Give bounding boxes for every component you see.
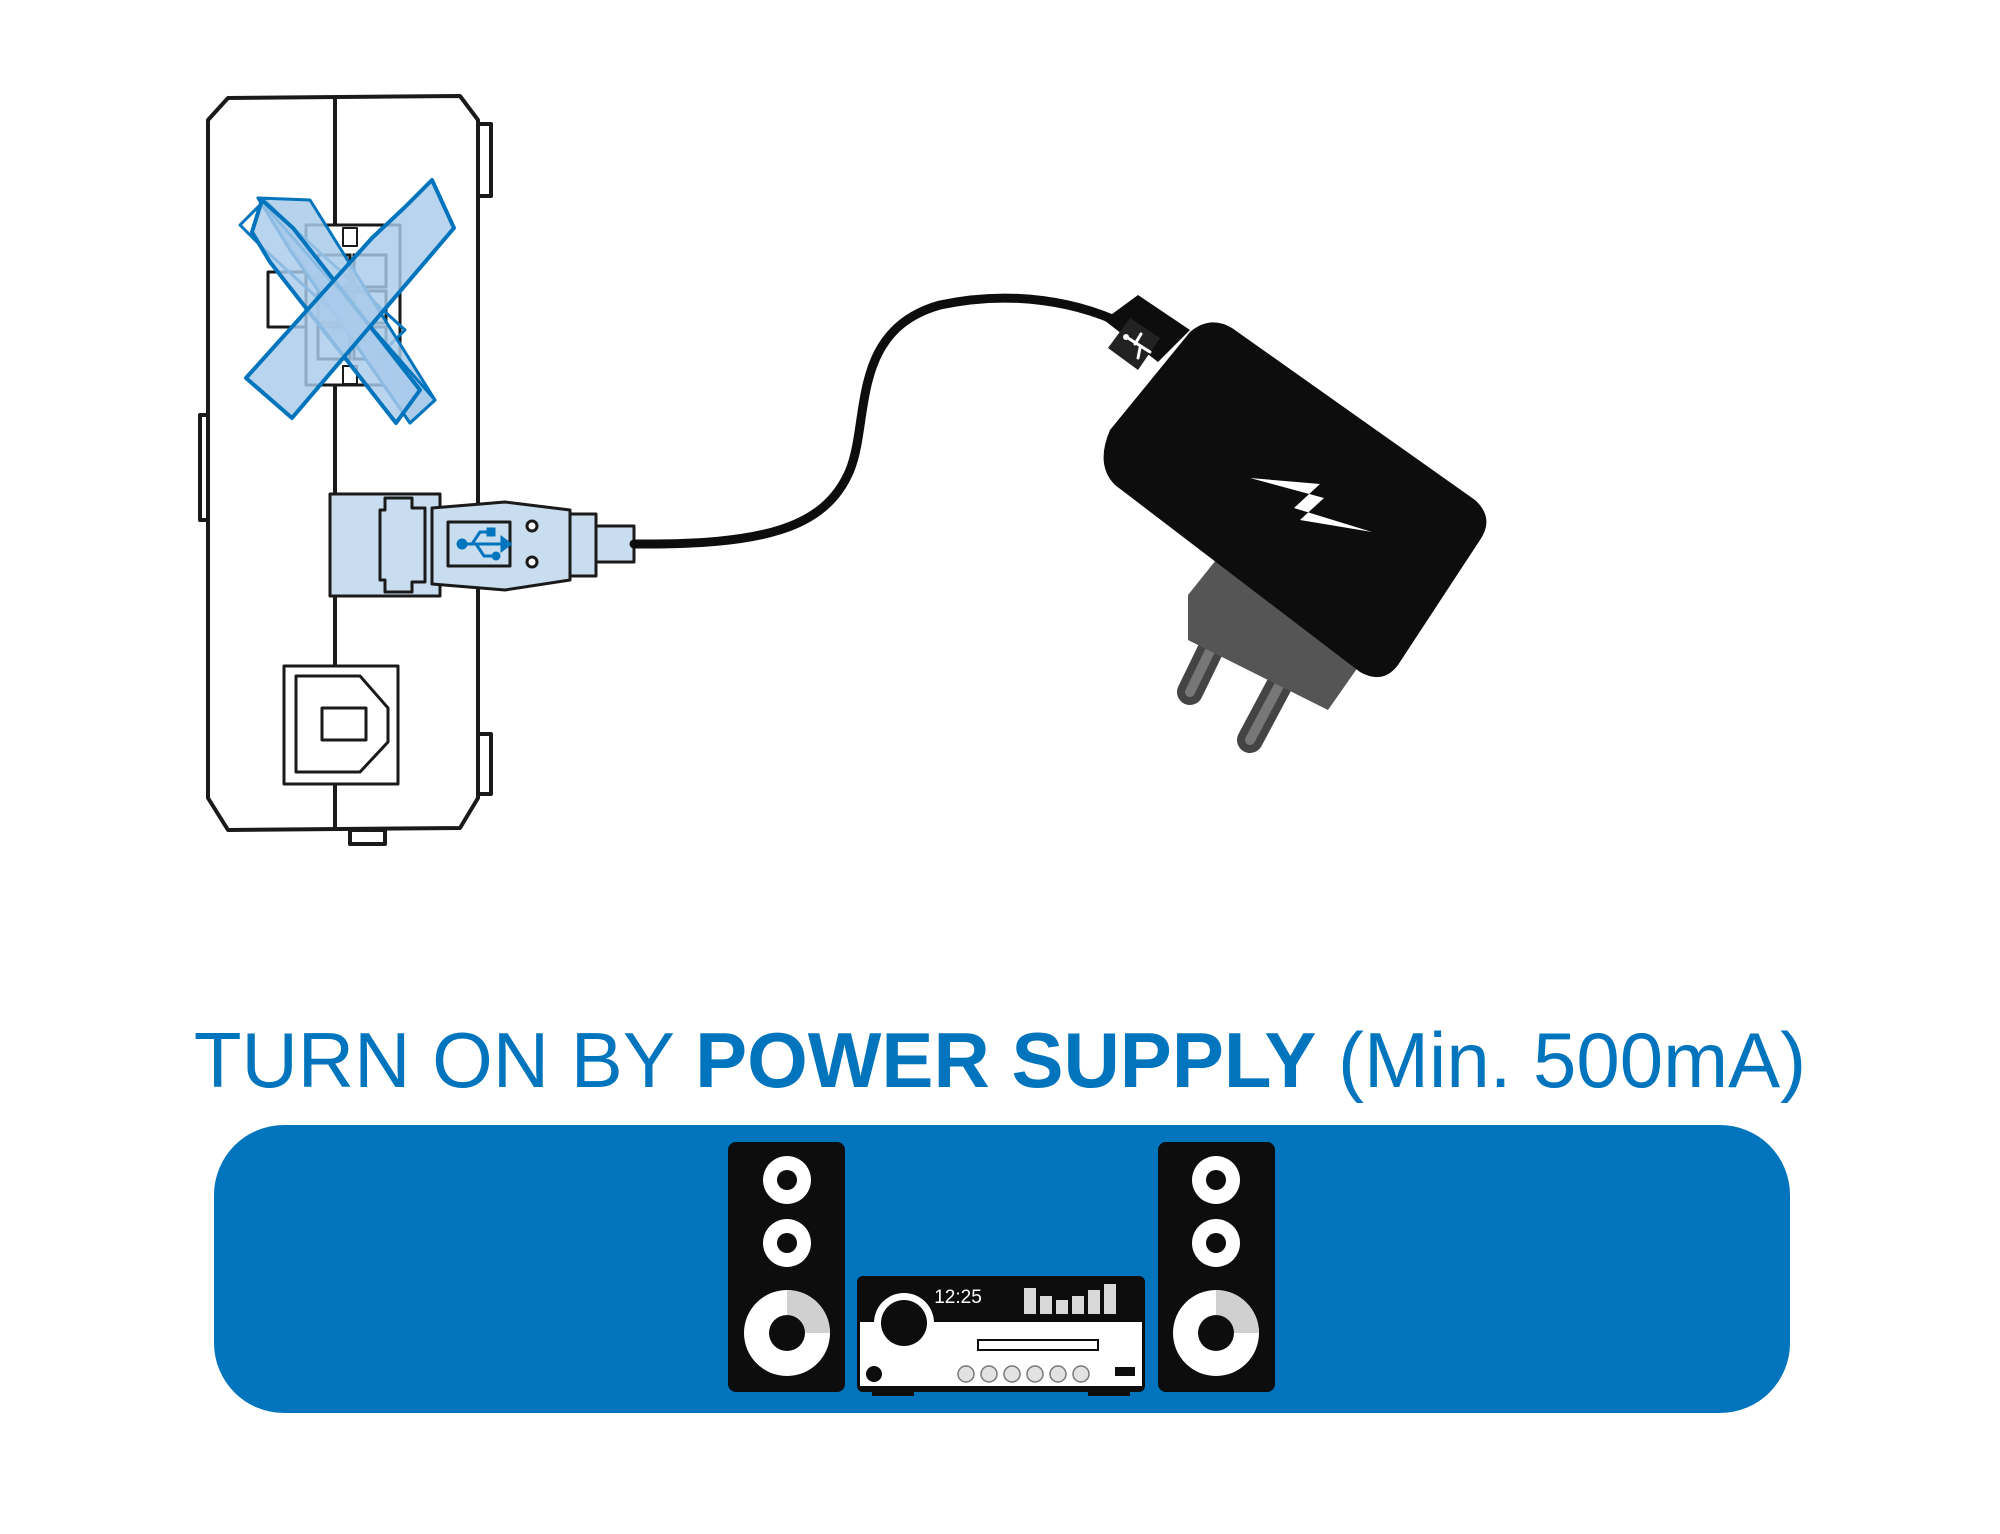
- speaker-icon: [1158, 1142, 1275, 1392]
- equalizer-display: [1024, 1284, 1116, 1314]
- caption-emphasis: POWER SUPPLY: [695, 1016, 1317, 1104]
- usb-cable: [629, 293, 1140, 549]
- device-side-view: [198, 94, 493, 846]
- stereo-receiver: 12:25: [857, 1276, 1145, 1396]
- power-adapter: [1103, 295, 1487, 753]
- caption-prefix: TURN ON BY: [193, 1016, 696, 1104]
- banner: [214, 1125, 1790, 1413]
- cross-mark: [244, 178, 456, 425]
- instruction-caption: TURN ON BY POWER SUPPLY (Min. 500mA): [0, 1005, 2000, 1115]
- stereo-clock: 12:25: [934, 1287, 982, 1308]
- usb-icon: [1126, 332, 1152, 360]
- lightning-bolt-icon: [1250, 478, 1372, 532]
- speaker-icon: [728, 1142, 845, 1392]
- usb-icon: [456, 527, 513, 561]
- caption-suffix: (Min. 500mA): [1316, 1016, 1807, 1104]
